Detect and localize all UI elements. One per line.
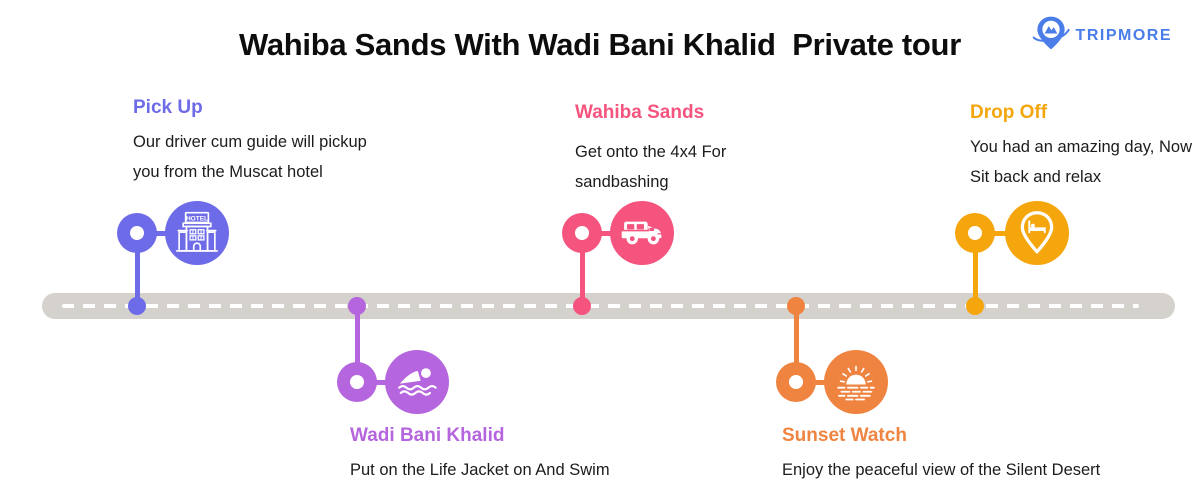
step-title: Wahiba Sands <box>575 102 705 123</box>
timeline-node <box>776 362 816 402</box>
step-description: Enjoy the peaceful view of the Silent De… <box>782 461 1101 479</box>
connector-stem <box>972 233 978 306</box>
node-icon-link <box>155 230 171 236</box>
step-title: Pick Up <box>133 97 203 118</box>
step-text-block: Drop Off You had an amazing day, Now Sit… <box>970 102 1198 192</box>
connector-stem <box>579 233 585 306</box>
node-hole <box>130 226 144 240</box>
step-title: Wadi Bani Khalid <box>350 425 505 446</box>
brand-logo: TRIPMORE <box>1031 12 1172 59</box>
step-text-block: Wahiba Sands Get onto the 4x4 For sandba… <box>575 102 753 197</box>
swimmer-icon <box>385 350 454 419</box>
step-text-block: Sunset Watch Enjoy the peaceful view of … <box>782 425 1100 486</box>
node-hole <box>789 375 803 389</box>
tripmore-pin-icon <box>1031 12 1071 59</box>
connector-stem <box>134 233 140 306</box>
step-text-block: Pick Up Our driver cum guide will pickup… <box>133 97 387 187</box>
node-hole <box>575 226 589 240</box>
hotel-icon: HOTEL <box>165 201 234 270</box>
connector-stem <box>354 306 360 382</box>
step-description: You had an amazing day, Now Sit back and… <box>970 138 1192 186</box>
timeline-dashed-line <box>62 304 1139 308</box>
node-icon-link <box>814 379 830 385</box>
timeline-node <box>955 213 995 253</box>
step-description: Our driver cum guide will pickup you fro… <box>133 133 367 181</box>
bed-pin-icon <box>1005 201 1074 270</box>
step-text-block: Wadi Bani Khalid Put on the Life Jacket … <box>350 425 610 486</box>
timeline-dot <box>128 297 146 315</box>
node-hole <box>968 226 982 240</box>
brand-name: TRIPMORE <box>1075 26 1172 44</box>
timeline-dot <box>787 297 805 315</box>
node-icon-link <box>375 379 391 385</box>
timeline-dot <box>966 297 984 315</box>
timeline-node <box>337 362 377 402</box>
connector-stem <box>793 306 799 382</box>
step-title: Sunset Watch <box>782 425 907 446</box>
jeep-icon <box>610 201 679 270</box>
step-title: Drop Off <box>970 102 1048 123</box>
node-icon-link <box>993 230 1009 236</box>
sunset-icon <box>824 350 893 419</box>
step-description: Get onto the 4x4 For sandbashing <box>575 143 727 191</box>
node-icon-link <box>600 230 616 236</box>
step-description: Put on the Life Jacket on And Swim <box>350 461 610 479</box>
timeline-bar <box>42 293 1175 319</box>
timeline-dot <box>348 297 366 315</box>
timeline-dot <box>573 297 591 315</box>
page-title: Wahiba Sands With Wadi Bani Khalid Priva… <box>239 27 961 62</box>
node-hole <box>350 375 364 389</box>
timeline-node <box>562 213 602 253</box>
svg-text:HOTEL: HOTEL <box>186 215 208 222</box>
timeline-node <box>117 213 157 253</box>
